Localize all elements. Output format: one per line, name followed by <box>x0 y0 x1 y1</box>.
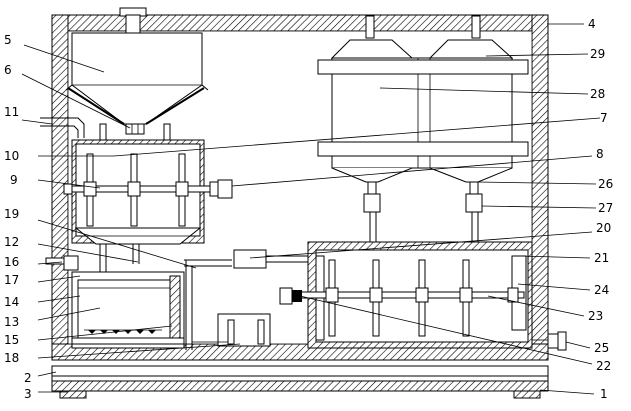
label-4: 4 <box>588 17 596 31</box>
label-22: 22 <box>596 359 611 373</box>
label-12: 12 <box>4 235 19 249</box>
label-10: 10 <box>4 149 19 163</box>
hopper <box>65 32 209 135</box>
label-16: 16 <box>4 255 19 269</box>
label-27: 27 <box>598 201 613 215</box>
label-13: 13 <box>4 315 19 329</box>
label-28: 28 <box>590 87 605 101</box>
filter-tank <box>45 255 185 349</box>
label-25: 25 <box>594 341 609 355</box>
label-24: 24 <box>594 283 609 297</box>
label-2: 2 <box>24 371 32 385</box>
tank-valves <box>363 193 483 244</box>
label-1: 1 <box>600 387 608 401</box>
lower-mixing-tank <box>279 241 567 351</box>
transfer-pipe <box>184 249 312 350</box>
label-7: 7 <box>600 111 608 125</box>
label-15: 15 <box>4 333 19 347</box>
label-8: 8 <box>596 147 604 161</box>
label-21: 21 <box>594 251 609 265</box>
label-5: 5 <box>4 33 12 47</box>
pump-box <box>192 313 271 347</box>
upper-mixing-chamber <box>63 139 233 245</box>
label-14: 14 <box>4 295 19 309</box>
upper-chamber-pipes <box>99 244 140 272</box>
label-9: 9 <box>10 173 18 187</box>
label-26: 26 <box>598 177 613 191</box>
label-29: 29 <box>590 47 605 61</box>
label-20: 20 <box>596 221 611 235</box>
storage-tanks <box>317 15 529 195</box>
base-plates <box>51 365 549 392</box>
label-17: 17 <box>4 273 19 287</box>
part-labels: 4 5 6 11 10 9 19 12 16 17 14 13 15 18 2 … <box>4 17 613 401</box>
label-3: 3 <box>24 387 32 401</box>
label-19: 19 <box>4 207 19 221</box>
label-6: 6 <box>4 63 12 77</box>
label-23: 23 <box>588 309 603 323</box>
leader-lines <box>21 23 601 395</box>
label-18: 18 <box>4 351 19 365</box>
feet <box>59 390 541 399</box>
label-11: 11 <box>4 105 19 119</box>
top-inlet <box>119 7 147 36</box>
